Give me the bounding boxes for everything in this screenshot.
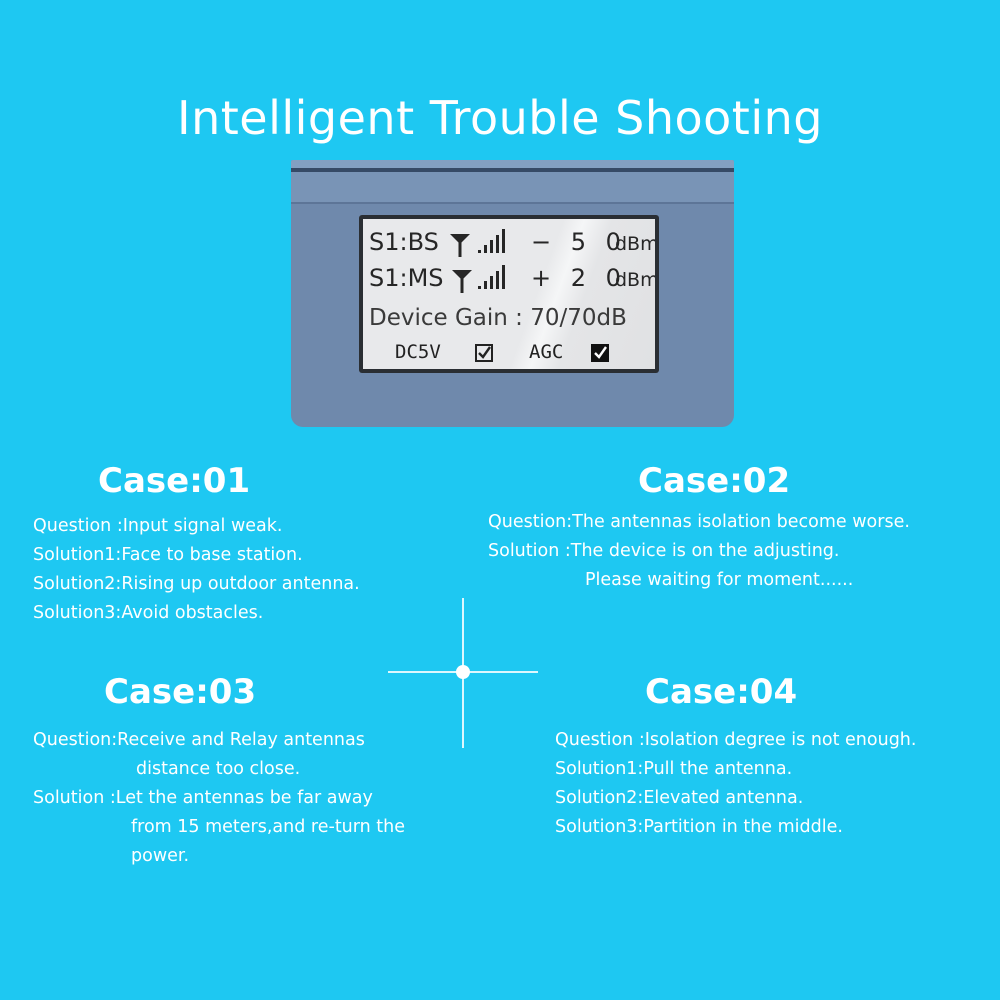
case-line-text: distance too close. xyxy=(136,759,301,779)
case-line-text: Receive and Relay antennas xyxy=(117,730,365,750)
case-line-text: The device is on the adjusting. xyxy=(570,541,840,561)
device-band xyxy=(291,172,734,202)
case-line-text: power. xyxy=(131,846,190,866)
case-line: Solution : Let the antennas be far away xyxy=(33,784,405,813)
case-line: Solution2: Rising up outdoor antenna. xyxy=(33,570,360,599)
antenna-icon xyxy=(450,234,470,257)
case-line-text: Let the antennas be far away xyxy=(115,788,373,808)
case-line: Question: Receive and Relay antennas xyxy=(33,726,405,755)
divider-center-dot xyxy=(456,665,470,679)
case-04-title: Case:04 xyxy=(645,672,798,712)
case-line: Solution : The device is on the adjustin… xyxy=(488,537,910,566)
case-line-label: Question : xyxy=(555,730,645,750)
case-line-text: Face to base station. xyxy=(121,545,303,565)
case-line: Please waiting for moment...... xyxy=(488,566,910,595)
case-line-text: Partition in the middle. xyxy=(643,817,843,837)
case-line-label: Question : xyxy=(33,516,123,536)
case-line: Question : Isolation degree is not enoug… xyxy=(555,726,916,755)
case-02-body: Question: The antennas isolation become … xyxy=(488,508,910,595)
lcd-row-ms: S1:MS + 2 0 dBm xyxy=(369,261,655,295)
lcd-screen: S1:BS − 5 0 dBm S1:MS xyxy=(363,219,655,369)
case-line: Question : Input signal weak. xyxy=(33,512,360,541)
case-line: Question: The antennas isolation become … xyxy=(488,508,910,537)
case-line-label: Question: xyxy=(488,512,573,532)
checkbox-checked-icon xyxy=(591,344,609,362)
case-line-text: Elevated antenna. xyxy=(643,788,804,808)
case-line-label: Solution1: xyxy=(555,759,644,779)
signal-bars-icon xyxy=(478,265,505,289)
antenna-icon xyxy=(452,270,472,293)
case-line-text: Please waiting for moment...... xyxy=(585,570,854,590)
case-line: Solution2: Elevated antenna. xyxy=(555,784,916,813)
device-top-edge xyxy=(291,160,734,168)
repeater-device: S1:BS − 5 0 dBm S1:MS xyxy=(291,160,734,427)
lcd-bs-unit: dBm xyxy=(615,233,655,255)
case-line-label: Question: xyxy=(33,730,118,750)
device-crease xyxy=(291,202,734,204)
case-line-label: Solution : xyxy=(488,541,571,561)
lcd-row-bs: S1:BS − 5 0 dBm xyxy=(369,225,655,259)
lcd-status-agc: AGC xyxy=(529,341,564,363)
case-line-label: Solution2: xyxy=(555,788,644,808)
case-line-label: Solution3: xyxy=(555,817,644,837)
lcd-bs-label: S1:BS xyxy=(369,228,439,256)
lcd-bs-value: − 5 0 xyxy=(531,228,627,256)
case-03-body: Question: Receive and Relay antennas dis… xyxy=(33,726,405,871)
device-groove xyxy=(291,168,734,172)
case-01-title: Case:01 xyxy=(98,461,251,501)
lcd-ms-label: S1:MS xyxy=(369,264,444,292)
case-line-label: Solution2: xyxy=(33,574,122,594)
case-line-text: Isolation degree is not enough. xyxy=(644,730,917,750)
case-01-body: Question : Input signal weak. Solution1:… xyxy=(33,512,360,628)
case-line: Solution1: Face to base station. xyxy=(33,541,360,570)
lcd-status-dc5v: DC5V xyxy=(395,341,441,363)
case-line: power. xyxy=(33,842,405,871)
case-line: distance too close. xyxy=(33,755,405,784)
case-04-body: Question : Isolation degree is not enoug… xyxy=(555,726,916,842)
case-line: Solution3: Partition in the middle. xyxy=(555,813,916,842)
case-line-label: Solution : xyxy=(33,788,116,808)
lcd-ms-unit: dBm xyxy=(615,269,655,291)
lcd-ms-value: + 2 0 xyxy=(531,264,627,292)
case-line: from 15 meters,and re-turn the xyxy=(33,813,405,842)
lcd-frame: S1:BS − 5 0 dBm S1:MS xyxy=(359,215,659,373)
case-line-text: Avoid obstacles. xyxy=(121,603,264,623)
checkbox-checked-icon xyxy=(475,344,493,362)
case-line-text: from 15 meters,and re-turn the xyxy=(131,817,406,837)
case-line: Solution3: Avoid obstacles. xyxy=(33,599,360,628)
case-line-text: The antennas isolation become worse. xyxy=(572,512,910,532)
case-line-text: Rising up outdoor antenna. xyxy=(121,574,360,594)
case-line: Solution1: Pull the antenna. xyxy=(555,755,916,784)
page-title: Intelligent Trouble Shooting xyxy=(177,91,823,145)
case-line-text: Input signal weak. xyxy=(122,516,283,536)
case-03-title: Case:03 xyxy=(104,672,257,712)
lcd-device-gain: Device Gain : 70/70dB xyxy=(369,305,627,331)
case-line-text: Pull the antenna. xyxy=(643,759,793,779)
signal-bars-icon xyxy=(478,229,505,253)
case-line-label: Solution1: xyxy=(33,545,122,565)
case-02-title: Case:02 xyxy=(638,461,791,501)
case-line-label: Solution3: xyxy=(33,603,122,623)
